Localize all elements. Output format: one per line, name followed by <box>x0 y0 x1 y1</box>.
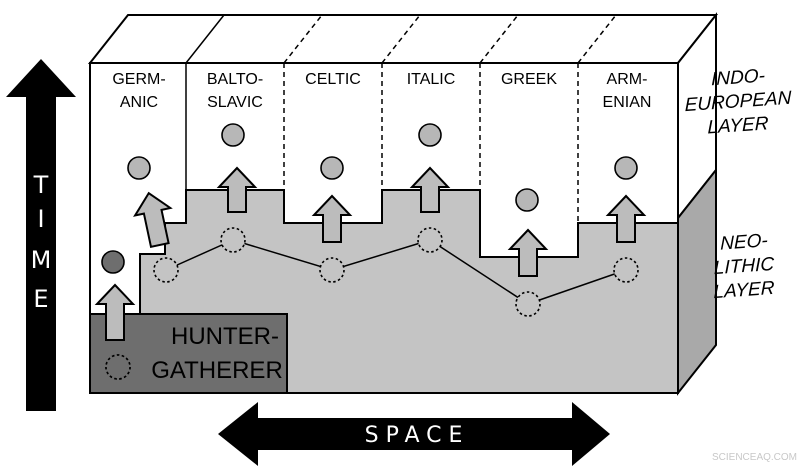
group-label-italic: ITALIC <box>407 71 456 88</box>
up-arrow <box>311 194 353 243</box>
up-arrow <box>409 166 451 213</box>
watermark: SCIENCEAQ.COM <box>712 452 797 463</box>
dotted-circle <box>220 227 246 253</box>
space-label: SPACE <box>365 423 470 448</box>
time-arrow: T I M E <box>6 59 76 411</box>
group-label-armenian-1: ARM- <box>607 71 648 88</box>
group-label-armenian-2: ENIAN <box>603 94 652 111</box>
group-label-greek: GREEK <box>501 71 557 88</box>
group-label-germanic-1: GERM- <box>112 71 165 88</box>
group-label-celtic: CELTIC <box>305 71 361 88</box>
solid-circle <box>101 250 125 274</box>
group-circles <box>101 123 638 274</box>
up-arrows <box>94 166 647 341</box>
dotted-circle <box>515 291 541 317</box>
up-arrow <box>216 166 258 213</box>
solid-circle <box>320 156 344 180</box>
up-arrow <box>94 283 136 341</box>
column-separators <box>185 63 579 223</box>
up-arrow <box>605 194 647 243</box>
group-label-baltoslavic-1: BALTO- <box>207 71 263 88</box>
top-face-dividers <box>185 14 617 64</box>
indo-european-label-1: INDO- <box>711 66 765 91</box>
time-letter: T <box>33 171 49 199</box>
group-label-germanic-2: ANIC <box>120 94 158 111</box>
neolithic-label-2: LITHIC <box>714 254 774 279</box>
block-top-face <box>87 14 719 64</box>
dotted-circle <box>319 257 345 283</box>
time-letter: M <box>31 246 52 274</box>
neolithic-label-1: NEO- <box>720 230 767 254</box>
neolithic-label-3: LAYER <box>714 278 775 303</box>
time-letter: E <box>33 285 48 313</box>
dotted-circle <box>613 257 639 283</box>
solid-circle <box>127 156 151 180</box>
solid-circle <box>418 123 442 147</box>
dotted-circle <box>153 257 179 283</box>
hunter-dotted-circle <box>105 354 131 380</box>
solid-circle <box>515 188 539 212</box>
hunter-gatherer-label-line2: GATHERER <box>151 357 283 384</box>
group-labels: GERM- ANIC BALTO- SLAVIC CELTIC ITALIC G… <box>112 71 651 111</box>
up-arrow <box>507 228 549 277</box>
space-arrow: SPACE <box>218 402 610 466</box>
solid-circle <box>221 123 245 147</box>
group-label-baltoslavic-2: SLAVIC <box>207 94 263 111</box>
solid-circle <box>614 156 638 180</box>
hunter-gatherer-label-line1: HUNTER- <box>171 323 279 350</box>
time-letter: I <box>37 205 44 233</box>
indo-european-label-3: LAYER <box>708 113 769 138</box>
dotted-circle <box>417 227 443 253</box>
up-arrow <box>133 191 173 249</box>
